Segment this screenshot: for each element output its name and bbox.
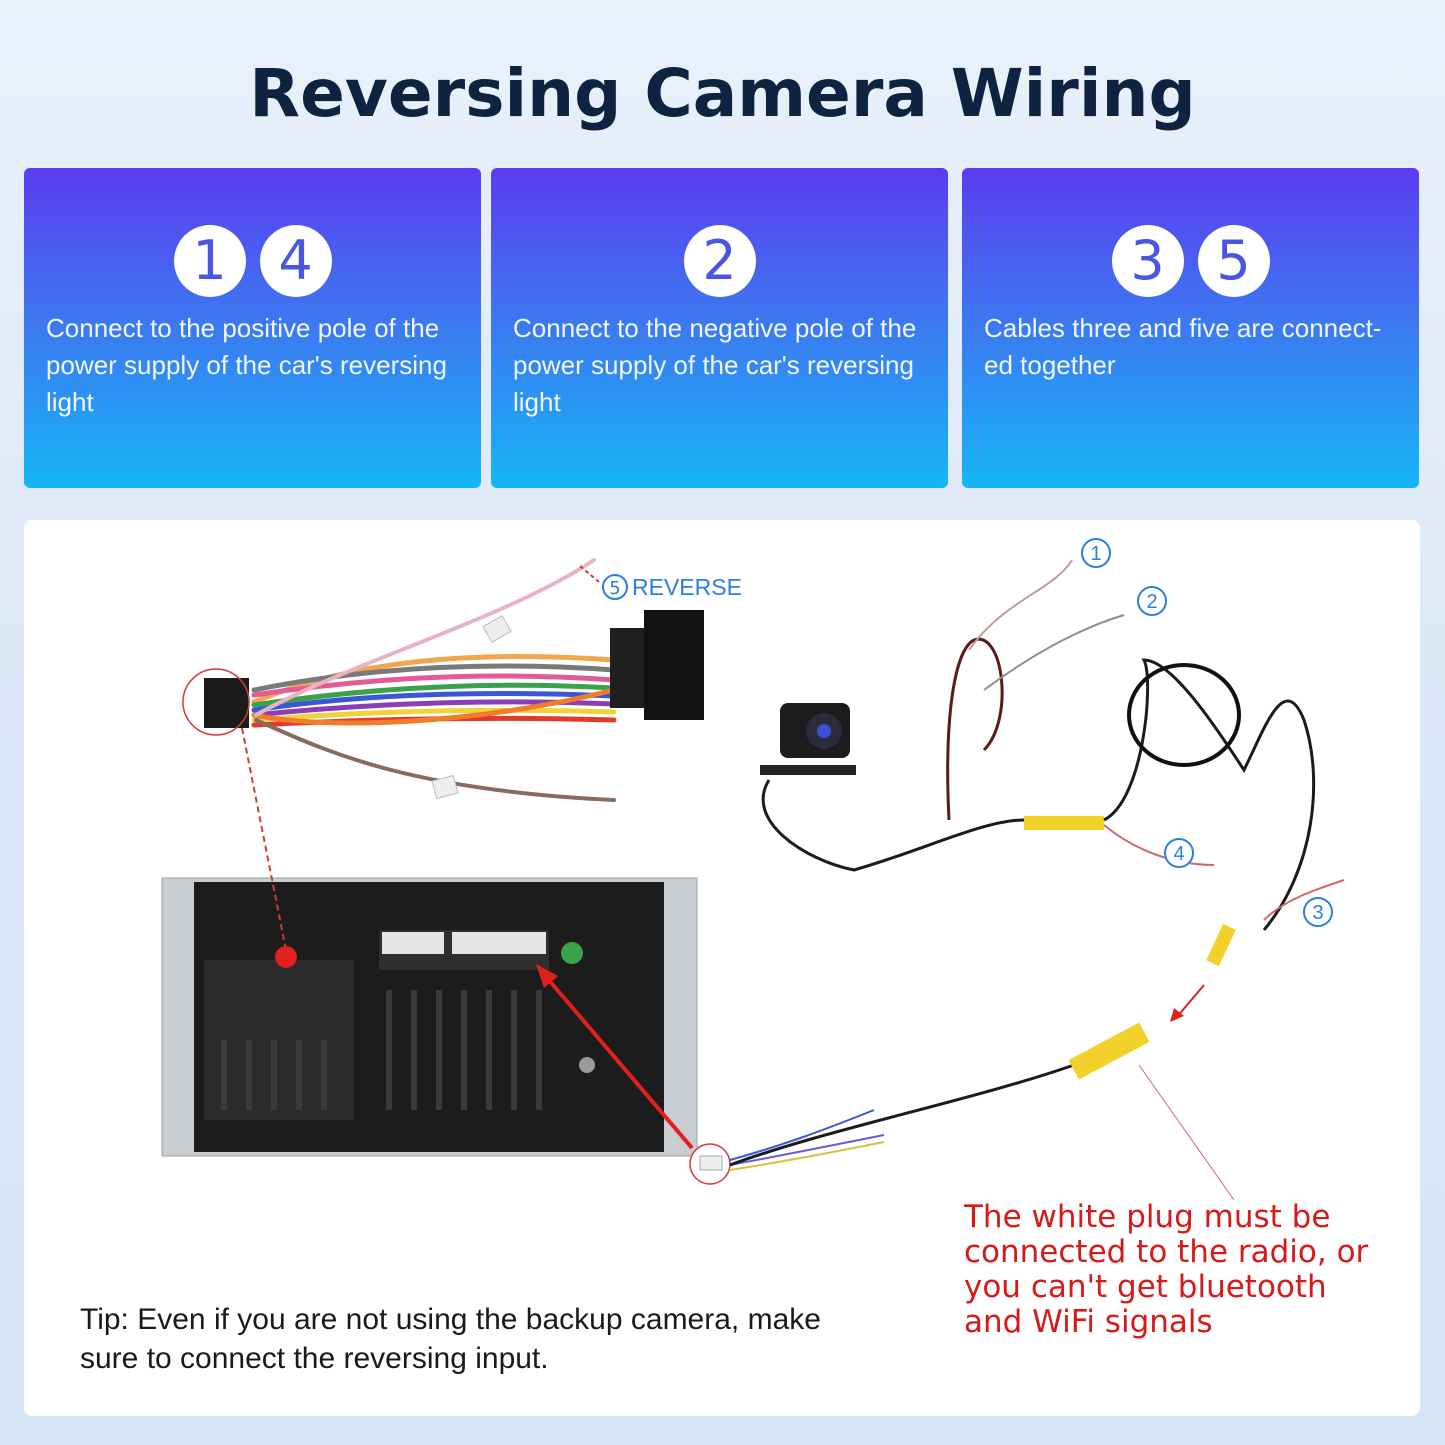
camera-cable <box>761 779 1025 872</box>
number-badge: 2 <box>683 225 756 297</box>
callout-number: 3 <box>1312 902 1323 924</box>
number-badge: 5 <box>1197 225 1270 297</box>
rca-cable <box>729 1063 1075 1167</box>
rca-plug-yellow <box>1068 1022 1150 1080</box>
card-numbers: 2 <box>491 225 948 297</box>
card-description: Cables three and five are connect-ed tog… <box>984 313 1382 380</box>
reversing-camera <box>760 703 856 775</box>
info-card-2: 2 Connect to the negative pole of the po… <box>491 168 948 488</box>
card-description: Connect to the negative pole of the powe… <box>513 313 917 417</box>
callout-number: 4 <box>1173 843 1184 865</box>
callout-badge <box>1081 538 1111 568</box>
tip-text: Tip: Even if you are not using the backu… <box>80 1303 821 1375</box>
white-socket <box>382 932 444 954</box>
card-description: Connect to the positive pole of the powe… <box>46 313 447 417</box>
wire-tag <box>431 774 459 800</box>
callout-number: 1 <box>1090 543 1101 565</box>
reverse-number-badge <box>602 574 628 600</box>
plug-socket-marker <box>275 946 297 968</box>
callout-badge <box>1137 586 1167 616</box>
camera-extension-cable <box>1103 658 1316 931</box>
camera-callouts: 1 2 3 4 <box>1081 538 1333 927</box>
number-badge: 3 <box>1111 225 1184 297</box>
head-unit-back <box>161 877 698 1157</box>
page-title: Reversing Camera Wiring <box>249 55 1196 132</box>
arrow-head <box>536 964 558 988</box>
callout-badge <box>1164 838 1194 868</box>
wiring-diagram: 5 REVERSE <box>161 538 1345 1201</box>
white-socket <box>452 932 546 954</box>
wiring-diagram-panel: 5 REVERSE <box>24 520 1420 1416</box>
rca-connector <box>1024 816 1104 830</box>
small-plug-connector <box>204 678 249 728</box>
reverse-number: 5 <box>609 578 620 599</box>
rca-plug-yellow <box>1206 923 1236 967</box>
warning-note: The white plug must be connected to the … <box>964 1199 1369 1340</box>
antenna-port <box>579 1057 595 1073</box>
reverse-leader-line <box>579 565 600 583</box>
white-plug-arrow <box>540 970 694 1150</box>
callout-badge <box>1303 897 1333 927</box>
callout-number: 2 <box>1146 591 1157 613</box>
number-badge: 4 <box>259 225 332 297</box>
plug-highlight-circle <box>182 668 250 736</box>
white-plug <box>699 1155 723 1171</box>
wire-tag <box>482 615 512 643</box>
plug-leader-line <box>241 727 287 951</box>
antenna-port <box>561 942 583 964</box>
warning-leader-line <box>1138 1064 1235 1201</box>
harness-connector <box>610 610 704 720</box>
reverse-label: REVERSE <box>632 574 742 600</box>
wire-harness <box>251 558 617 802</box>
number-badge: 1 <box>173 225 246 297</box>
